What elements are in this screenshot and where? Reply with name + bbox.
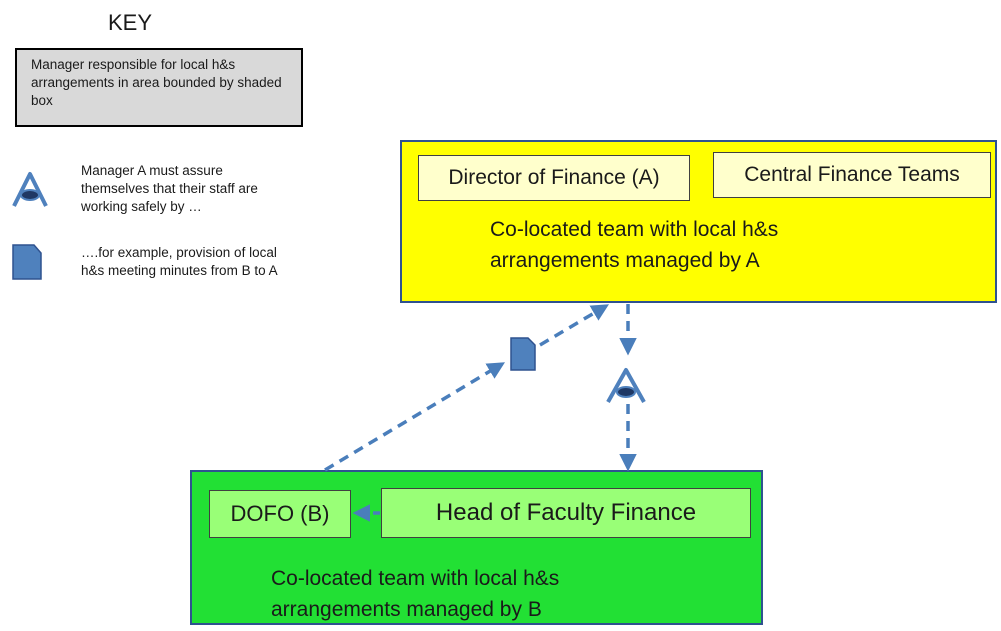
key-document-icon	[12, 244, 42, 280]
eye-icon	[606, 368, 646, 403]
document-icon	[510, 337, 536, 371]
arrow-document-to-a	[539, 304, 610, 347]
key-document-text: ….for example, provision of local h&s me…	[81, 245, 278, 278]
central-finance-teams-label: Central Finance Teams	[744, 163, 960, 186]
dofo-box: DOFO (B)	[209, 490, 351, 538]
key-shaded-box-text: Manager responsible for local h&s arrang…	[31, 57, 282, 108]
director-of-finance-box: Director of Finance (A)	[418, 155, 690, 201]
key-shaded-box: Manager responsible for local h&s arrang…	[15, 48, 303, 127]
dofo-label: DOFO (B)	[230, 501, 330, 526]
central-finance-teams-box: Central Finance Teams	[713, 152, 991, 198]
arrow-b-to-document	[324, 362, 506, 472]
head-of-faculty-finance-box: Head of Faculty Finance	[381, 488, 751, 538]
key-title: KEY	[108, 10, 153, 35]
director-of-finance-label: Director of Finance (A)	[448, 166, 660, 189]
region-b-description: Co-located team with local h&s arrangeme…	[271, 567, 560, 621]
head-of-faculty-finance-label: Head of Faculty Finance	[435, 499, 697, 526]
key-eye-icon	[12, 172, 48, 207]
region-a-description: Co-located team with local h&s arrangeme…	[490, 218, 779, 272]
key-eye-text: Manager A must assure themselves that th…	[81, 163, 258, 214]
